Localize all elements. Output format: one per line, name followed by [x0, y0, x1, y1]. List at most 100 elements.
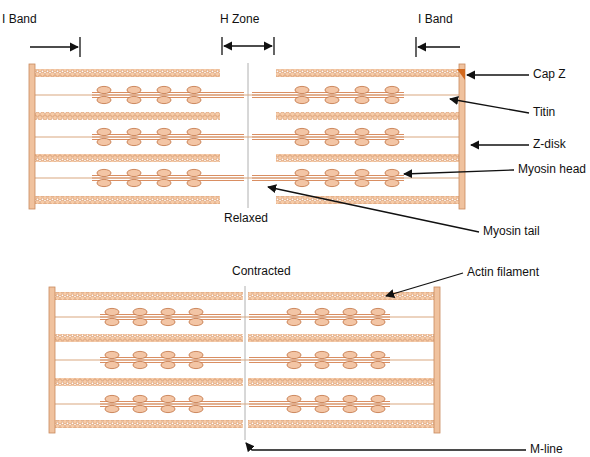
myosin-head — [127, 179, 141, 186]
leader-line — [273, 37, 274, 55]
myosin-head — [385, 179, 399, 186]
myosin-head — [355, 138, 369, 145]
myosin-head — [187, 169, 201, 176]
myosin-head — [157, 179, 171, 186]
actin-filament — [276, 196, 460, 204]
sarcomere — [29, 63, 465, 209]
myosin-head — [157, 128, 171, 135]
actin-filament — [34, 196, 220, 204]
myosin-tail — [249, 404, 390, 405]
myosin-head — [161, 361, 175, 368]
myosin-head — [97, 96, 111, 103]
part-label: M-line — [530, 442, 563, 456]
band-label: I Band — [418, 12, 453, 26]
myosin-head — [343, 351, 357, 358]
myosin-tail — [249, 317, 390, 318]
myosin-head — [295, 179, 309, 186]
myosin-head — [355, 179, 369, 186]
myosin-tail — [100, 360, 241, 361]
myosin-head — [325, 169, 339, 176]
myosin-head — [315, 318, 329, 325]
leader-line — [467, 74, 529, 75]
part-label: Myosin tail — [483, 224, 540, 238]
myosin-head — [385, 128, 399, 135]
myosin-head — [189, 361, 203, 368]
myosin-head — [355, 86, 369, 93]
actin-filament — [276, 154, 460, 162]
actin-filament — [34, 154, 220, 162]
myosin-head — [287, 351, 301, 358]
m-line — [248, 63, 249, 208]
myosin-head — [157, 138, 171, 145]
state-label: Relaxed — [224, 211, 268, 225]
myosin-head — [355, 96, 369, 103]
actin-filament — [248, 334, 435, 342]
myosin-head — [189, 318, 203, 325]
myosin-head — [287, 395, 301, 402]
myosin-head — [343, 361, 357, 368]
leader-line — [418, 46, 460, 47]
leader-line — [386, 273, 463, 296]
myosin-head — [371, 395, 385, 402]
myosin-head — [355, 169, 369, 176]
myosin-head — [325, 138, 339, 145]
myosin-head — [343, 308, 357, 315]
titin — [32, 136, 462, 137]
actin-filament — [54, 292, 243, 300]
myosin-head — [325, 179, 339, 186]
myosin-head — [295, 169, 309, 176]
myosin-head — [343, 405, 357, 412]
myosin-head — [325, 96, 339, 103]
myosin-tail — [252, 137, 404, 138]
myosin-head — [157, 96, 171, 103]
part-label: Actin filament — [467, 265, 539, 279]
titin — [32, 94, 462, 95]
z-disk — [49, 287, 55, 433]
myosin-head — [371, 308, 385, 315]
part-label: Cap Z — [533, 67, 566, 81]
titin — [52, 403, 437, 404]
myosin-head — [161, 405, 175, 412]
myosin-head — [189, 351, 203, 358]
myosin-head — [315, 308, 329, 315]
actin-filament — [34, 69, 220, 77]
myosin-head — [97, 179, 111, 186]
myosin-head — [187, 86, 201, 93]
myosin-head — [127, 86, 141, 93]
z-disk — [29, 64, 35, 209]
myosin-tail — [92, 95, 244, 96]
myosin-head — [105, 351, 119, 358]
myosin-tail — [252, 95, 404, 96]
myosin-head — [133, 395, 147, 402]
myosin-head — [371, 361, 385, 368]
leader-line — [268, 187, 479, 232]
myosin-head — [127, 169, 141, 176]
actin-filament — [54, 334, 243, 342]
myosin-head — [325, 128, 339, 135]
band-label: I Band — [2, 12, 37, 26]
myosin-head — [187, 179, 201, 186]
z-disk — [434, 287, 440, 433]
leader-line — [246, 443, 526, 450]
actin-filament — [248, 378, 435, 386]
myosin-head — [105, 318, 119, 325]
myosin-head — [189, 405, 203, 412]
myosin-head — [97, 138, 111, 145]
myosin-head — [187, 138, 201, 145]
myosin-head — [189, 308, 203, 315]
actin-filament — [34, 112, 220, 120]
myosin-head — [161, 351, 175, 358]
myosin-head — [187, 128, 201, 135]
myosin-head — [105, 405, 119, 412]
myosin-head — [187, 96, 201, 103]
myosin-head — [97, 86, 111, 93]
myosin-head — [189, 395, 203, 402]
myosin-head — [105, 308, 119, 315]
myosin-head — [127, 128, 141, 135]
myosin-head — [161, 395, 175, 402]
myosin-head — [315, 351, 329, 358]
actin-filament — [276, 112, 460, 120]
myosin-head — [161, 308, 175, 315]
part-label: Myosin head — [518, 162, 586, 176]
myosin-head — [325, 86, 339, 93]
